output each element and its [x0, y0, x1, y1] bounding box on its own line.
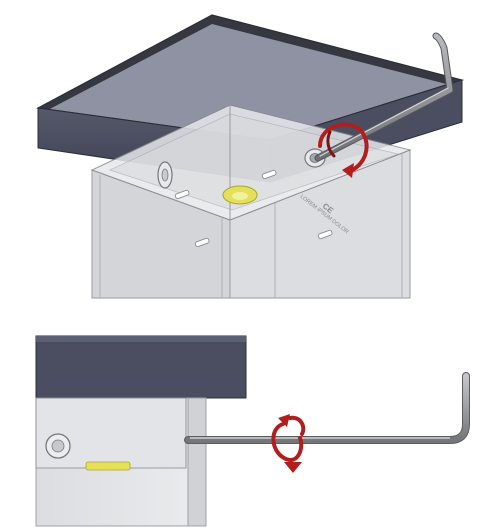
hex-key-side-icon	[184, 372, 470, 444]
hex-key-icon	[314, 32, 454, 162]
yellow-magnet-icon	[85, 461, 131, 471]
slot-holes	[174, 169, 333, 248]
magnet	[222, 185, 258, 205]
cover-side-view	[35, 335, 247, 399]
top-view-diagram: LOREM IPSUM DOLOR CE	[36, 14, 465, 299]
screw-left	[157, 161, 173, 189]
rotation-arrow-side-icon	[271, 414, 306, 473]
top-view-panel: LOREM IPSUM DOLOR CE	[36, 14, 465, 299]
rotation-arrow-icon	[318, 122, 369, 178]
post-body	[91, 149, 411, 299]
side-view-panel	[0, 330, 500, 530]
screw-head-icon	[45, 433, 71, 459]
side-view-diagram	[35, 335, 470, 527]
